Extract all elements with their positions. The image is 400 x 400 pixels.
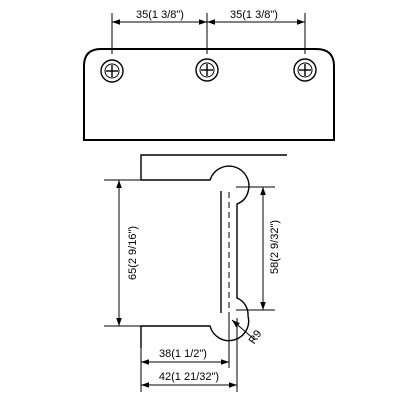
top-dim-label-right: 35(1 3/8") [230,9,278,21]
side-dim-label-height-inner: 58(2 9/32") [269,220,281,274]
side-body-outline [140,154,287,348]
side-dim-label-width-inner: 38(1 1/2") [159,348,207,360]
top-view: 35(1 3/8") 35(1 3/8") [83,9,335,141]
side-radius-leader [231,319,256,341]
side-dim-label-width-outer: 42(1 21/32") [159,371,219,383]
top-plate-outline [83,48,335,141]
screw-center-icon [195,58,219,82]
side-view: 65(2 9/16") 58(2 9/32") R9 38(1 1/2") 42… [104,154,287,392]
top-dim-label-left: 35(1 3/8") [136,9,184,21]
side-dim-label-height-outer: 65(2 9/16") [127,226,139,280]
side-dim-label-radius: R9 [247,328,265,346]
screw-right-icon [293,58,317,82]
screw-left-icon [100,59,124,83]
